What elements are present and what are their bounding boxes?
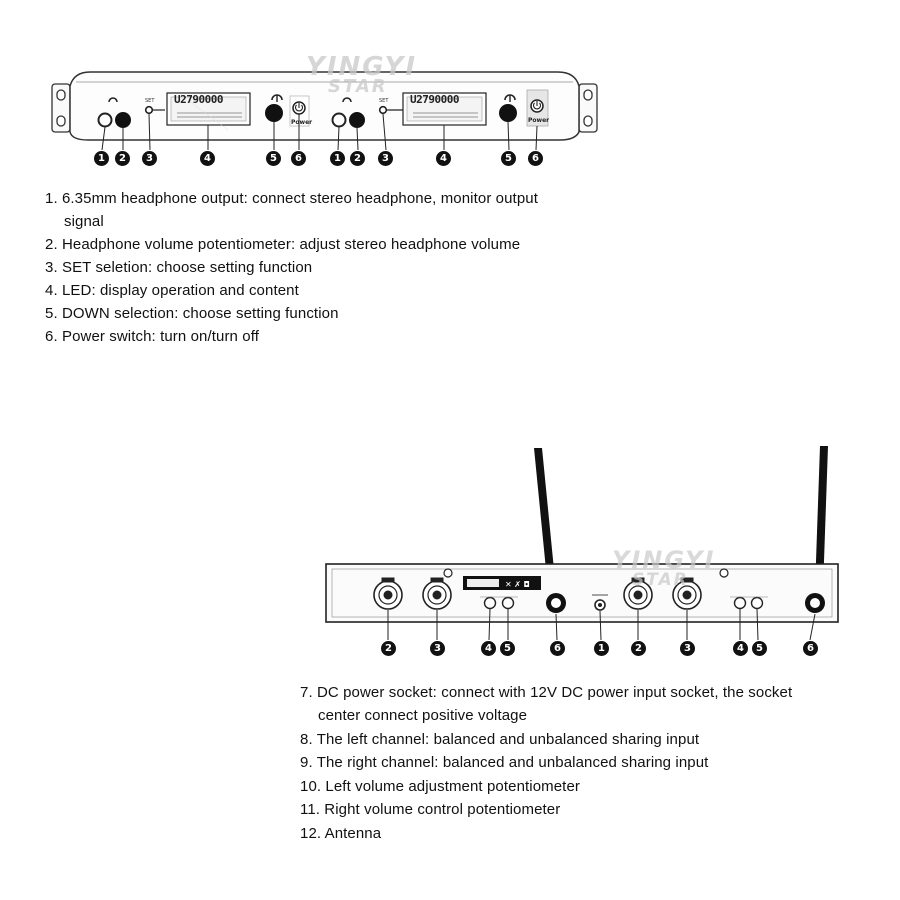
rear-desc-12: 12. Antenna [300, 825, 382, 842]
rear-badge-3-right: 3 [680, 641, 695, 656]
front-badge-1-right: 1 [330, 151, 345, 166]
rear-panel-diagram: ✕ ✗ ◘ [320, 440, 845, 641]
rear-desc-7: 7. DC power socket: connect with 12V DC … [300, 684, 793, 701]
watermark-front-line1: YINGYI [306, 52, 418, 82]
front-badge-5-left: 5 [266, 151, 281, 166]
front-badge-3-right: 3 [378, 151, 393, 166]
front-badge-5-right: 5 [501, 151, 516, 166]
front-badge-2-left: 2 [115, 151, 130, 166]
rear-desc-7-cont: center connect positive voltage [318, 707, 528, 724]
watermark-rear-line2: STAR [632, 570, 689, 590]
svg-text:SET: SET [145, 98, 155, 104]
jack-pair-left [483, 596, 515, 610]
rear-badge-4-right: 4 [733, 641, 748, 656]
front-panel-drawing: SET SET [51, 71, 598, 151]
rear-badge-2-left: 2 [381, 641, 396, 656]
power-label-right: Power [528, 117, 550, 124]
front-desc-5: 5. DOWN selection: choose setting functi… [45, 305, 339, 322]
rear-badge-5-right: 5 [752, 641, 767, 656]
rear-desc-10: 10. Left volume adjustment potentiometer [300, 778, 580, 795]
right-rack-ear [578, 83, 598, 133]
front-badge-6-left: 6 [291, 151, 306, 166]
front-leader-lines [101, 113, 538, 151]
rear-badge-4-left: 4 [481, 641, 496, 656]
rear-badge-1: 1 [594, 641, 609, 656]
rear-badge-6-left: 6 [550, 641, 565, 656]
svg-text:SET: SET [379, 98, 389, 104]
front-desc-6: 6. Power switch: turn on/turn off [45, 328, 259, 345]
watermark-front-line2: STAR [328, 76, 388, 97]
power-label-left: Power [291, 119, 313, 126]
rear-desc-11: 11. Right volume control potentiometer [300, 801, 561, 818]
antenna-connector-right [805, 593, 825, 613]
watermark-rear-line1: YINGYI [612, 546, 716, 574]
front-badge-3-left: 3 [142, 151, 157, 166]
front-lcd-readout-right: U2790000 [410, 93, 459, 106]
front-badge-1-left: 1 [94, 151, 109, 166]
rear-desc-8: 8. The left channel: balanced and unbala… [300, 731, 700, 748]
right-module: SET [331, 89, 549, 128]
front-desc-1-cont: signal [64, 213, 104, 230]
xlr-jack-2 [422, 577, 452, 610]
xlr-jack-3 [623, 577, 653, 610]
front-desc-2: 2. Headphone volume potentiometer: adjus… [45, 236, 521, 253]
rear-leader-lines [387, 608, 816, 641]
rear-badge-5-left: 5 [500, 641, 515, 656]
xlr-jack-1 [373, 577, 403, 610]
left-module: SET [97, 92, 310, 131]
left-rack-ear [51, 83, 71, 133]
rear-badge-3-left: 3 [430, 641, 445, 656]
dc-socket [592, 594, 608, 611]
rear-panel-drawing: ✕ ✗ ◘ [325, 446, 839, 641]
front-lcd-readout-left: U2790000 [174, 93, 223, 106]
front-desc-3: 3. SET seletion: choose setting function [45, 259, 313, 276]
rear-badge-2-right: 2 [631, 641, 646, 656]
jack-pair-right [733, 596, 764, 610]
front-badge-2-right: 2 [350, 151, 365, 166]
antenna-connector-left [546, 593, 566, 613]
front-desc-4: 4. LED: display operation and content [45, 282, 299, 299]
svg-text:✕ ✗ ◘: ✕ ✗ ◘ [505, 580, 530, 589]
rear-desc-9: 9. The right channel: balanced and unbal… [300, 754, 709, 771]
xlr-jack-4 [672, 577, 702, 610]
front-badge-6-right: 6 [528, 151, 543, 166]
front-badge-4-left: 4 [200, 151, 215, 166]
front-panel-diagram: SET SET [50, 60, 600, 175]
front-desc-1: 1. 6.35mm headphone output: connect ster… [45, 190, 538, 207]
front-badge-4-right: 4 [436, 151, 451, 166]
rear-badge-6-right: 6 [803, 641, 818, 656]
